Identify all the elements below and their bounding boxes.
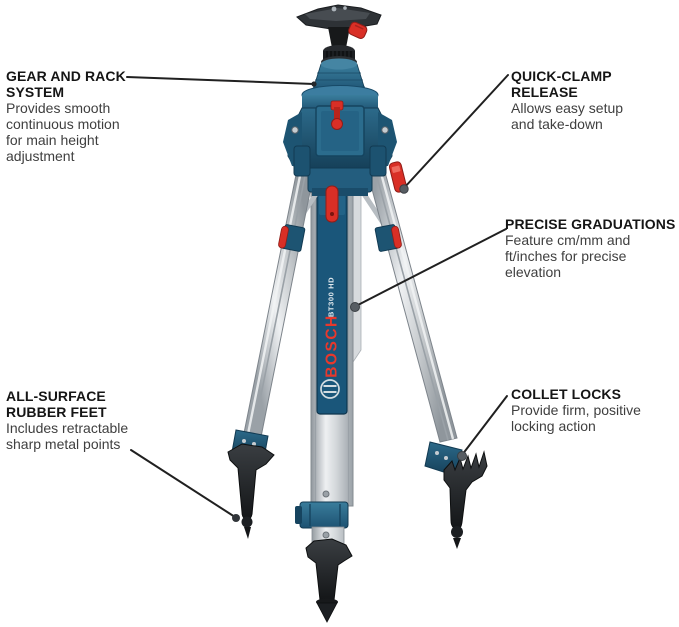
callout-quick-clamp-title: QUICK-CLAMP RELEASE [511,68,612,100]
callout-line-graduations [355,228,507,307]
callout-graduations: PRECISE GRADUATIONS Feature cm/mm and ft… [505,216,679,280]
right-leg [361,149,458,443]
crank-lever [325,185,339,223]
callout-dot-collet-locks [457,451,467,461]
callout-gear-rack: GEAR AND RACK SYSTEM Provides smooth con… [6,68,156,164]
gear-rack-pin [330,100,344,130]
callout-dots [232,81,467,522]
callout-collet-locks: COLLET LOCKS Provide firm, positive lock… [511,386,671,434]
tripod-head [283,4,397,223]
callout-rubber-feet-title: ALL-SURFACE RUBBER FEET [6,388,107,420]
callout-lines [126,74,509,518]
center-rubber-foot [305,526,353,623]
callout-dot-graduations [350,302,360,312]
left-leg [242,149,319,443]
callout-collet-locks-body: Provide firm, positive locking action [511,402,641,434]
callout-dot-quick-clamp [399,184,409,194]
bosch-logo-icon [320,379,340,399]
callout-quick-clamp-body: Allows easy setup and take-down [511,100,624,132]
callout-gear-rack-title: GEAR AND RACK SYSTEM [6,68,126,100]
model-text: BT300 HD [327,277,336,317]
callout-rubber-feet: ALL-SURFACE RUBBER FEET Includes retract… [6,388,156,452]
callout-graduations-body: Feature cm/mm and ft/inches for precise … [505,232,631,280]
callout-line-gear-rack [126,76,315,85]
brand-text: BOSCH [324,314,341,377]
column-rear-edge [352,169,362,364]
callout-quick-clamp: QUICK-CLAMP RELEASE Allows easy setup an… [511,68,671,132]
callout-graduations-title: PRECISE GRADUATIONS [505,216,676,232]
callout-rubber-feet-body: Includes retractable sharp metal points [6,420,129,452]
callout-collet-locks-title: COLLET LOCKS [511,386,622,402]
callout-line-quick-clamp [403,74,509,189]
callout-dot-gear-rack [311,81,317,87]
plate-lock-knob [348,21,368,39]
callout-line-collet-locks [461,395,508,456]
callout-gear-rack-body: Provides smooth continuous motion for ma… [6,100,120,164]
callout-dot-rubber-feet [232,514,240,522]
left-rubber-foot [227,443,275,539]
right-rubber-foot [443,450,488,549]
center-collet-lock [295,501,349,529]
left-leg-clamp [278,224,306,252]
right-leg-clamp [374,224,402,252]
callout-line-rubber-feet [130,449,236,518]
